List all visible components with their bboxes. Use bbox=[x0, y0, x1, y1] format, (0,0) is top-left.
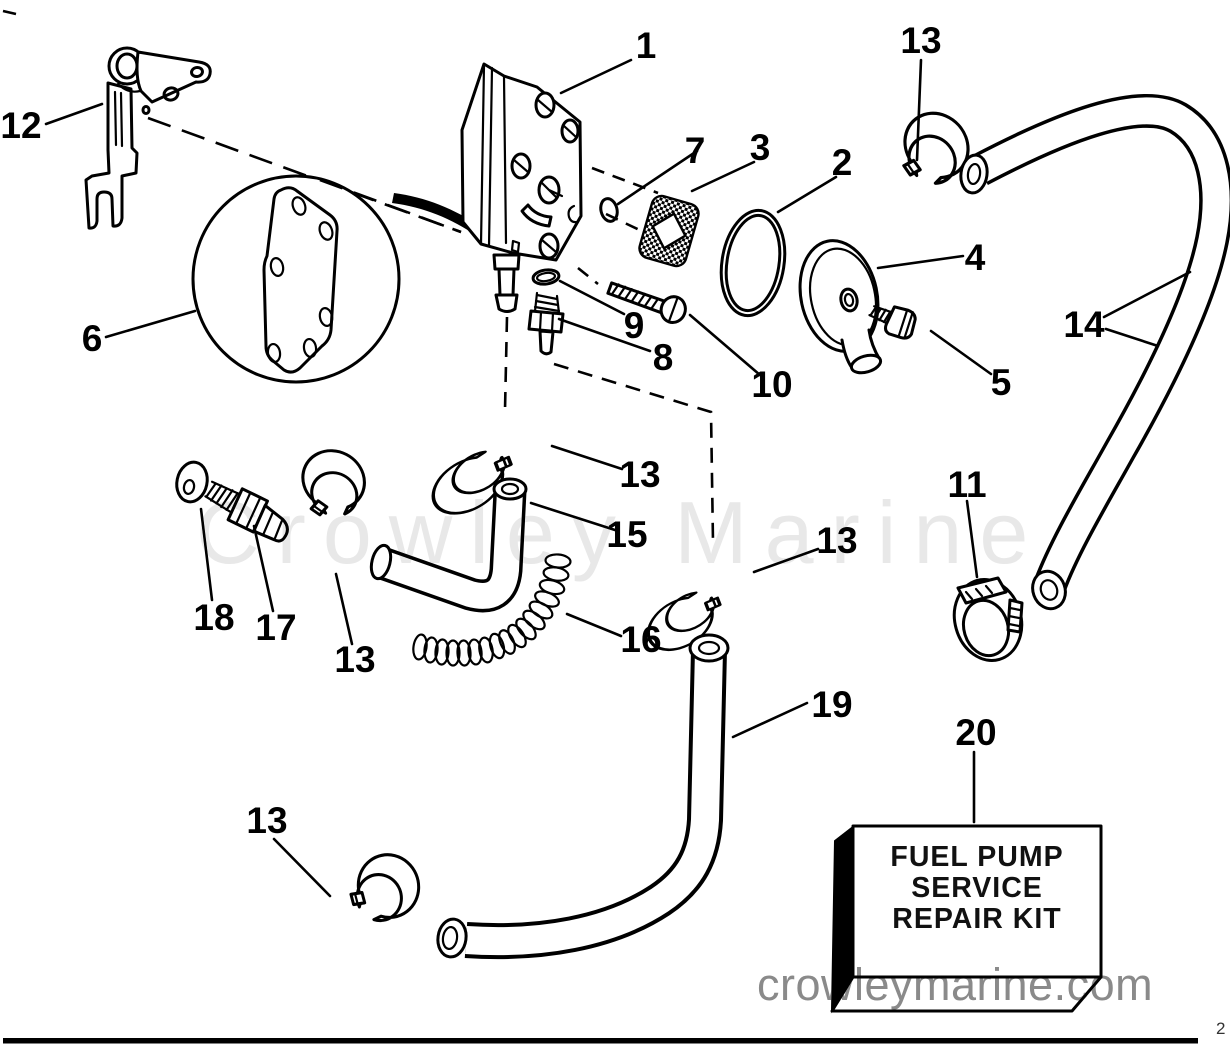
callout-13c: 13 bbox=[816, 520, 857, 561]
kit-box-line-2: SERVICE bbox=[911, 872, 1043, 904]
screw-part-5 bbox=[868, 305, 917, 340]
oring-part-7 bbox=[599, 197, 619, 223]
callout-10: 10 bbox=[751, 364, 792, 405]
watermark-bottom: crowleymarine.com bbox=[757, 959, 1153, 1010]
callout-1: 1 bbox=[636, 25, 657, 66]
callout-5: 5 bbox=[991, 362, 1012, 403]
callout-14: 14 bbox=[1063, 304, 1105, 345]
pump-outlet-stem bbox=[492, 253, 521, 313]
oring-part-9 bbox=[531, 268, 561, 286]
callout-19: 19 bbox=[811, 684, 852, 725]
callout-13a: 13 bbox=[900, 20, 941, 61]
magnifier-pointer bbox=[392, 193, 481, 236]
leader-lines bbox=[44, 58, 1192, 898]
callout-4: 4 bbox=[965, 237, 986, 278]
magnifier-circle bbox=[191, 174, 481, 384]
fitting-part-8 bbox=[527, 291, 565, 356]
bracket-part-12 bbox=[84, 46, 212, 230]
callout-12: 12 bbox=[0, 105, 41, 146]
callout-3: 3 bbox=[750, 127, 771, 168]
kit-box-part-20: FUEL PUMP SERVICE REPAIR KIT bbox=[830, 824, 1103, 1014]
screw-part-10 bbox=[606, 281, 687, 325]
callout-11: 11 bbox=[947, 464, 986, 505]
watermark-center: Crowley Marine bbox=[196, 483, 1045, 582]
callout-13e: 13 bbox=[246, 800, 287, 841]
fuel-pump-part-1 bbox=[460, 62, 583, 313]
callout-16: 16 bbox=[620, 619, 661, 660]
clamp-part-11 bbox=[952, 576, 1024, 662]
gasket-part-6 bbox=[262, 186, 339, 374]
oring-part-2 bbox=[719, 208, 787, 318]
bottom-bar bbox=[3, 1038, 1198, 1044]
callout-9: 9 bbox=[624, 305, 645, 346]
callout-13b: 13 bbox=[619, 454, 660, 495]
kit-box-line-3: REPAIR KIT bbox=[892, 903, 1061, 935]
dashed-over-circle bbox=[319, 178, 462, 234]
page-number: 2 bbox=[1216, 1019, 1225, 1038]
hose-part-14 bbox=[959, 93, 1230, 611]
callout-labels: 12 1 13 7 3 2 4 14 6 9 8 10 5 13 15 13 1… bbox=[0, 20, 1105, 841]
kit-box-line-1: FUEL PUMP bbox=[890, 841, 1063, 873]
washer-part-18 bbox=[175, 460, 209, 504]
callout-17: 17 bbox=[255, 607, 296, 648]
callout-6: 6 bbox=[82, 318, 103, 359]
callout-15: 15 bbox=[606, 514, 647, 555]
callout-18: 18 bbox=[193, 597, 234, 638]
hose-part-19 bbox=[436, 633, 730, 960]
screen-part-3 bbox=[638, 194, 700, 268]
callout-2: 2 bbox=[832, 142, 853, 183]
callout-20: 20 bbox=[955, 712, 996, 753]
callout-8: 8 bbox=[653, 337, 674, 378]
elbow-hose-part-15 bbox=[369, 477, 528, 613]
callout-13d: 13 bbox=[334, 639, 375, 680]
fitting-part-17 bbox=[204, 480, 289, 543]
callout-7: 7 bbox=[685, 130, 706, 171]
spring-part-16 bbox=[412, 553, 572, 667]
cover-part-4 bbox=[798, 239, 883, 375]
retaining-clip-part-13e bbox=[339, 844, 430, 931]
